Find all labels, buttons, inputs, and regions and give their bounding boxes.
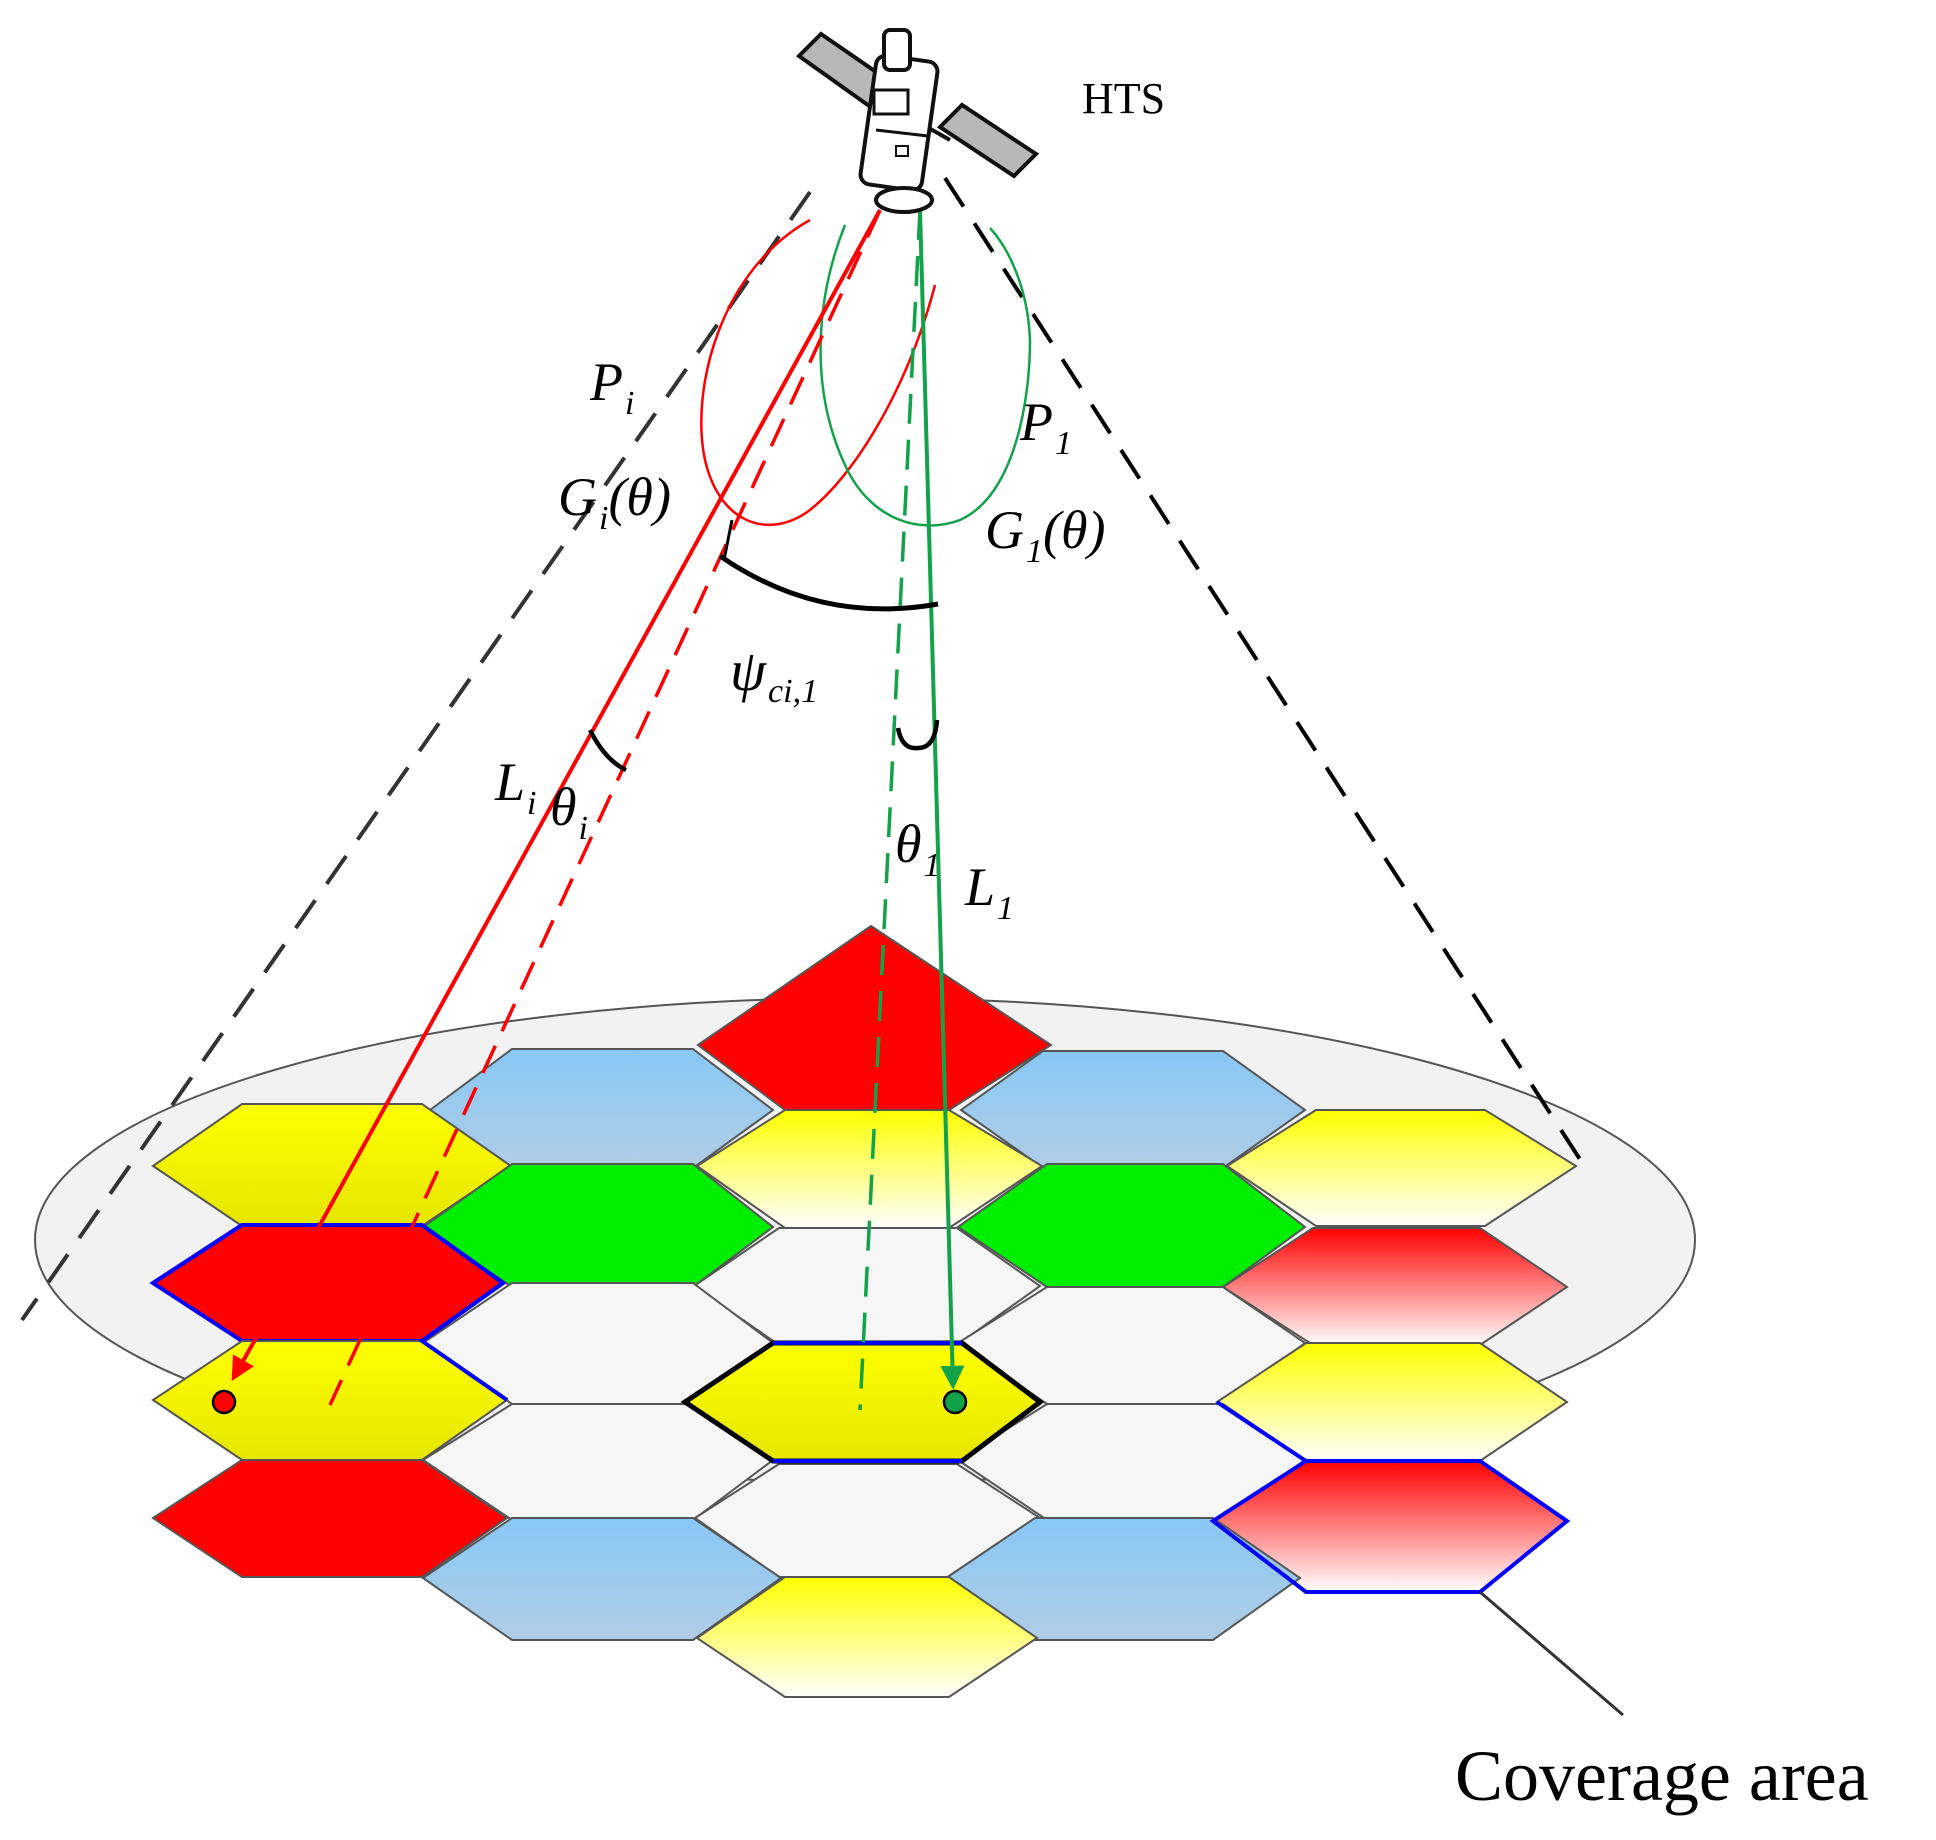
- theta-i-arc: [587, 728, 628, 773]
- cell-yellow-bottom: [695, 1576, 1039, 1698]
- user-terminal-i: [211, 1389, 237, 1415]
- path-1-label: L1: [964, 857, 1014, 927]
- theta-1-arc: [895, 719, 940, 751]
- beam-i-pattern: [700, 218, 937, 527]
- cell-i-outline: [151, 1223, 509, 1402]
- coverage-area-pointer: [1479, 1590, 1624, 1717]
- user-terminal-1: [942, 1389, 968, 1415]
- satellite-label: HTS: [1082, 74, 1165, 123]
- beam-i-path: [314, 209, 882, 1233]
- cell-right-outline: [1209, 1400, 1571, 1594]
- separation-angle-arc: [718, 553, 939, 612]
- path-i-label: Li: [494, 752, 537, 822]
- beam-1-path: [918, 209, 965, 1390]
- beam-cells: [149, 924, 1578, 1698]
- separation-angle-label: ψci,1: [730, 638, 818, 710]
- cone-right-edge: [943, 176, 1585, 1166]
- beam-1-boresight: [858, 209, 922, 1411]
- power-i-label: Pi: [589, 352, 634, 422]
- beam-i-boresight: [328, 209, 882, 1406]
- power-1-label: P1: [1019, 392, 1072, 462]
- gain-i-label: Gi(θ): [558, 467, 671, 537]
- angle-i-label: θi: [550, 777, 588, 847]
- separation-angle-tick: [722, 519, 734, 561]
- cell-blue-bottom-left: [421, 1517, 783, 1641]
- gain-1-label: G1(θ): [985, 500, 1106, 570]
- angle-1-label: θ1: [895, 814, 941, 884]
- beam-i-arrow: [231, 1231, 318, 1382]
- cell-red-left-2: [151, 1459, 509, 1578]
- cell-yellow-right-1: [1225, 1109, 1578, 1227]
- cell-red-top: [696, 924, 1053, 1111]
- coverage-area-label: Coverage area: [1455, 1736, 1869, 1816]
- cone-left-edge: [20, 190, 812, 1322]
- satellite-icon: [795, 28, 1040, 214]
- beam-1-pattern: [819, 224, 1032, 527]
